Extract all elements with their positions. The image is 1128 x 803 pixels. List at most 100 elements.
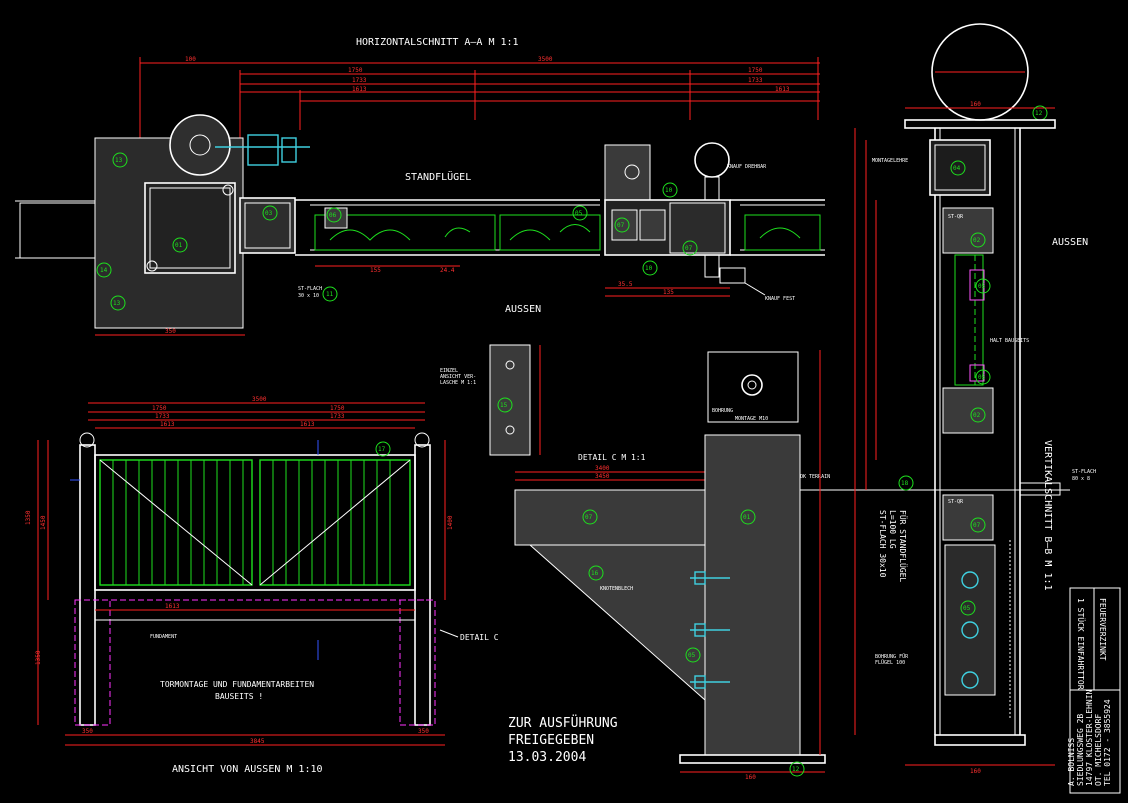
vertical-section: 160 12 04 MONTAGELEHRE 02 ST-QR 02 07 ST…	[830, 23, 1096, 775]
svg-text:1613: 1613	[165, 603, 180, 610]
title-block: 1 STÜCK EINFAHRTTOR FEUERVERZINKT A. BOL…	[1067, 587, 1121, 794]
detail-bolts	[690, 571, 730, 689]
gusset-plate	[528, 544, 706, 702]
gate-frame	[94, 454, 416, 591]
svg-text:02: 02	[973, 237, 981, 244]
svg-text:10: 10	[665, 187, 673, 194]
svg-text:07: 07	[617, 222, 625, 229]
svg-text:03: 03	[265, 210, 273, 217]
detail-base-plate	[679, 754, 826, 764]
detail-c-title: DETAIL C M 1:1	[578, 453, 646, 462]
detail-c: DETAIL C M 1:1 15 EINZEL ANSICHT VER- LA…	[440, 344, 980, 781]
dim-1750-top-right: 1750	[748, 67, 763, 74]
hinge-ring	[169, 114, 231, 176]
label-tormontage-2: BAUSEITS !	[215, 692, 263, 701]
post-left-section	[144, 182, 236, 274]
elevation-title: ANSICHT VON AUSSEN M 1:10	[172, 764, 323, 775]
svg-text:15: 15	[500, 402, 508, 409]
svg-text:01: 01	[743, 514, 751, 521]
svg-text:3845: 3845	[250, 738, 265, 745]
svg-text:3450: 3450	[595, 473, 610, 480]
dim-100: 100	[185, 56, 196, 63]
dim-1733-top-right: 1733	[748, 77, 763, 84]
post-right	[414, 444, 431, 726]
titleblock-addr1: A. BOLNISS	[1067, 738, 1076, 786]
dim-3500-top: 3500	[538, 56, 553, 63]
svg-text:3400: 3400	[595, 465, 610, 472]
svg-text:1750: 1750	[330, 405, 345, 412]
svg-text:01: 01	[175, 242, 183, 249]
svg-text:FLÜGEL 100: FLÜGEL 100	[875, 659, 905, 666]
svg-text:1613: 1613	[160, 421, 175, 428]
svg-text:3500: 3500	[252, 396, 267, 403]
label-aussen-vertical: AUSSEN	[1052, 237, 1088, 248]
vertical-section-title: VERTIKALSCHNITT B—B M 1:1	[1042, 440, 1053, 591]
svg-text:1400: 1400	[447, 515, 454, 530]
svg-text:14: 14	[100, 267, 108, 274]
titleblock-col1: 1 STÜCK EINFAHRTTOR	[1076, 598, 1086, 690]
label-knotenblech: KNOTENBLECH	[600, 586, 633, 592]
svg-text:11: 11	[326, 291, 334, 298]
detail-beam	[514, 489, 706, 546]
titleblock-addr3: 14797 KLOSTER-LEHNIN	[1085, 689, 1094, 786]
svg-text:FÜR STANDFLÜGEL: FÜR STANDFLÜGEL	[898, 510, 908, 582]
label-tormontage-1: TORMONTAGE UND FUNDAMENTARBEITEN	[160, 680, 314, 689]
svg-text:1733: 1733	[330, 413, 345, 420]
mounting-gauge	[929, 139, 991, 196]
stamp-date: 13.03.2004	[508, 750, 586, 765]
svg-text:ST-FLACH: ST-FLACH	[1072, 469, 1096, 475]
label-knauf-drehbar: KNAUF DREHBAR	[727, 164, 767, 170]
svg-text:MONTAGE M10: MONTAGE M10	[735, 416, 768, 422]
svg-text:80 x 8: 80 x 8	[1072, 476, 1090, 482]
svg-text:13: 13	[113, 300, 121, 307]
label-aussen-horizontal: AUSSEN	[505, 304, 541, 315]
titleblock-addr2: SIEDLUNGSWEG 2B	[1076, 714, 1085, 786]
svg-text:05: 05	[688, 652, 696, 659]
svg-text:18: 18	[901, 480, 909, 487]
label-knauf-fest: KNAUF FEST	[765, 296, 795, 302]
svg-text:05: 05	[978, 283, 986, 290]
svg-text:160: 160	[745, 774, 756, 781]
svg-text:24.4: 24.4	[440, 267, 455, 274]
svg-text:BOHRUNG FÜR: BOHRUNG FÜR	[875, 653, 909, 660]
svg-text:ST-FLACH 30x10: ST-FLACH 30x10	[878, 510, 887, 578]
stamp-line1: ZUR AUSFÜHRUNG	[508, 714, 618, 731]
post-left	[79, 444, 96, 726]
dim-1613-top-right: 1613	[775, 86, 790, 93]
svg-text:12: 12	[1035, 110, 1043, 117]
svg-text:350: 350	[165, 328, 176, 335]
svg-text:35.5: 35.5	[618, 281, 633, 288]
gate-leaf-left	[99, 459, 253, 586]
svg-text:EINZEL: EINZEL	[440, 368, 458, 374]
dim-1733-top-left: 1733	[352, 77, 367, 84]
svg-text:135: 135	[663, 289, 674, 296]
gate-frame-square	[239, 197, 296, 254]
svg-text:05: 05	[963, 605, 971, 612]
label-detail-c-callout: DETAIL C	[460, 633, 499, 642]
svg-text:ST-QR: ST-QR	[948, 214, 964, 220]
titleblock-addr5: TEL 0172 - 3855924	[1103, 699, 1112, 786]
svg-text:13: 13	[115, 157, 123, 164]
svg-text:ST-FLACH: ST-FLACH	[298, 286, 322, 292]
bubbles-horizontal: 13 01 03 06 14 13 11 10 10 05 07 07	[96, 152, 698, 311]
dim-1613-top-left: 1613	[352, 86, 367, 93]
post-cap	[707, 351, 799, 423]
svg-text:1450: 1450	[40, 515, 47, 530]
svg-text:07: 07	[973, 522, 981, 529]
cap-plate	[904, 119, 1056, 129]
knob-rotatable	[694, 142, 730, 178]
stamp-line2: FREIGEGEBEN	[508, 733, 594, 748]
svg-text:04: 04	[953, 165, 961, 172]
svg-text:BOHRUNG: BOHRUNG	[712, 408, 733, 414]
svg-text:1733: 1733	[155, 413, 170, 420]
svg-text:160: 160	[970, 101, 981, 108]
titleblock-addr4: OT. MICHELSDORF	[1094, 714, 1103, 786]
svg-text:350: 350	[82, 728, 93, 735]
lock-plate	[604, 144, 651, 201]
svg-text:L=100 LG: L=100 LG	[888, 510, 897, 549]
gate-elevation: 3500 1750 1750 1733 1733 1613 1613	[25, 396, 499, 775]
svg-text:1750: 1750	[152, 405, 167, 412]
detail-post	[704, 434, 801, 756]
horizontal-section: HORIZONTALSCHNITT A—A M 1:1 100 3500 175…	[15, 37, 825, 336]
